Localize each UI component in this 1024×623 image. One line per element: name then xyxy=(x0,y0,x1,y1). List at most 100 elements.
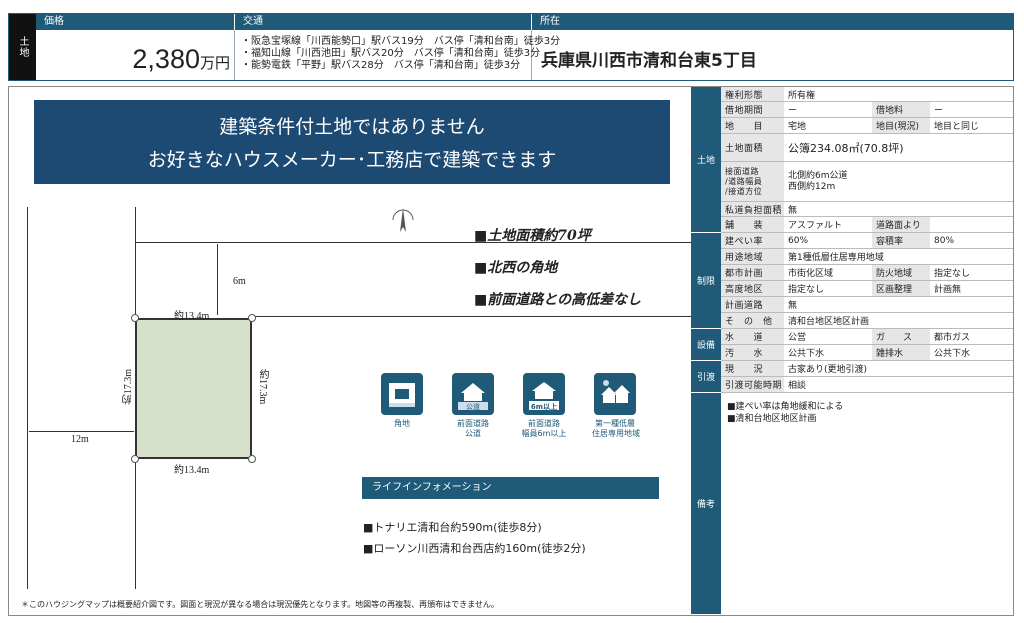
spec-key: 容積率 xyxy=(872,233,930,248)
spec-row: 高度地区 指定なし 区画整理 計画無 xyxy=(721,281,1013,297)
spec-value: 北側約6m公道 西側約12m xyxy=(788,170,848,192)
spec-key: 建ぺい率 xyxy=(721,233,784,248)
price: 2,380万円 xyxy=(36,44,230,75)
spec-row: 汚 水 公共下水 雑排水 公共下水 xyxy=(721,345,1013,361)
spec-key: ガ ス xyxy=(872,329,930,344)
icon-caption: 住居専用地域 xyxy=(592,429,640,438)
access-item: ・能勢電鉄「平野」駅バス28分 バス停「清和台南」徒歩3分 xyxy=(241,60,521,71)
spec-key: 雑排水 xyxy=(872,345,930,360)
spec-key: 汚 水 xyxy=(721,345,784,360)
icon-caption: 角地 xyxy=(394,419,410,428)
corner-marker xyxy=(131,455,139,463)
spec-value: 宅地 xyxy=(788,122,807,132)
icon-badge-text: 6m以上 xyxy=(530,403,558,411)
spec-key: 接面道路 /道路幅員 /接道方位 xyxy=(721,162,784,201)
spec-key: 用途地域 xyxy=(721,249,784,264)
spec-key: 私道負担面積 xyxy=(721,202,784,216)
remark-item: ■清和台地区地区計画 xyxy=(727,414,817,424)
spec-value: 相談 xyxy=(788,381,807,391)
spec-value: 公営 xyxy=(788,333,807,343)
dimension-arrow xyxy=(217,244,218,315)
spec-row: 接面道路 /道路幅員 /接道方位 北側約6m公道 西側約12m xyxy=(721,162,1013,202)
spec-key: 借地料 xyxy=(872,102,930,117)
access-label: 交通 xyxy=(235,14,531,30)
spec-key: 地 目 xyxy=(721,118,784,133)
remarks-list: ■建ぺい率は角地緩和による ■清和台地区地区計画 xyxy=(727,401,843,425)
feature-badge: 角地 xyxy=(379,373,425,439)
spec-row: そ の 他 清和台地区地区計画 xyxy=(721,313,1013,329)
corner-lot-icon xyxy=(381,373,423,415)
spec-value: 清和台地区地区計画 xyxy=(788,317,870,327)
spec-row: 現 況 古家あり(更地引渡) xyxy=(721,361,1013,377)
price-value: 2,380 xyxy=(132,44,200,74)
corner-marker xyxy=(131,314,139,322)
icon-caption: 公道 xyxy=(465,429,481,438)
icon-caption: 幅員6m以上 xyxy=(521,429,567,438)
spec-table: 土地 制限 設備 引渡 備考 権利形態 所有権 借地期間 ー 借地料 ー 地 目… xyxy=(691,87,1013,615)
feature-badge: 6m以上 前面道路 幅員6m以上 xyxy=(521,373,567,439)
road-edge-line xyxy=(251,316,695,317)
address-label: 所在 xyxy=(532,14,1013,30)
address: 兵庫県川西市清和台東5丁目 xyxy=(541,51,757,71)
life-info-title: ライフインフォメーション xyxy=(362,477,659,499)
spec-value: ー xyxy=(788,106,798,116)
spec-key: 区画整理 xyxy=(872,281,930,296)
life-info-item: ■トナリエ清和台約590m(徒歩8分) xyxy=(363,521,542,534)
access-item: ・阪急宝塚線「川西能勢口」駅バス19分 バス停「清和台南」徒歩3分 xyxy=(241,36,561,47)
spec-row: 私道負担面積 無 xyxy=(721,202,1013,217)
spec-key: 道路面より xyxy=(872,217,930,232)
price-unit: 万円 xyxy=(199,54,230,72)
spec-value: 第1種低層住居専用地域 xyxy=(788,253,884,263)
category-handover: 引渡 xyxy=(691,361,721,393)
dimension-arrow xyxy=(29,431,134,432)
banner-line: 建築条件付土地ではありません xyxy=(219,116,485,138)
lot-parcel xyxy=(135,318,252,459)
spec-key: 都市計画 xyxy=(721,265,784,280)
spec-row: 計画道路 無 xyxy=(721,297,1013,313)
spec-row: 水 道 公営 ガ ス 都市ガス xyxy=(721,329,1013,345)
public-road-icon: 公道 xyxy=(452,373,494,415)
category-label: 土地 xyxy=(9,14,36,80)
spec-value: 地目と同じ xyxy=(934,122,980,132)
spec-value: ー xyxy=(934,106,944,116)
category-facilities: 設備 xyxy=(691,329,721,361)
road-west-width: 12m xyxy=(71,434,89,445)
spec-key: 防火地域 xyxy=(872,265,930,280)
spec-value: 古家あり(更地引渡) xyxy=(788,365,868,375)
corner-marker xyxy=(248,455,256,463)
feature-item: ■北西の角地 xyxy=(474,260,558,276)
icon-caption: 前面道路 xyxy=(528,419,560,428)
spec-key: 水 道 xyxy=(721,329,784,344)
corner-marker xyxy=(248,314,256,322)
road-edge-line xyxy=(27,207,28,589)
spec-value: 公共下水 xyxy=(934,349,971,359)
icon-caption: 前面道路 xyxy=(457,419,489,428)
access-item: ・福知山線「川西池田」駅バス20分 バス停「清和台南」徒歩3分 xyxy=(241,48,541,59)
spec-row: 地 目 宅地 地目(現況) 地目と同じ xyxy=(721,118,1013,134)
road-width-icon: 6m以上 xyxy=(523,373,565,415)
feature-item: ■土地面積約70坪 xyxy=(474,228,591,244)
disclaimer-note: ＊このハウジングマップは概要紹介図です。図面と現況が異なる場合は現況優先となりま… xyxy=(21,600,499,609)
spec-value: アスファルト xyxy=(788,221,843,231)
remark-item: ■建ぺい率は角地緩和による xyxy=(727,402,844,412)
spec-value: 市街化区域 xyxy=(788,269,834,279)
road-north-width: 6m xyxy=(233,276,246,287)
spec-value: 計画無 xyxy=(934,285,962,295)
feature-badge: 第一種低層 住居専用地域 xyxy=(592,373,640,439)
spec-key: 高度地区 xyxy=(721,281,784,296)
access-list: ・阪急宝塚線「川西能勢口」駅バス19分 バス停「清和台南」徒歩3分 ・福知山線「… xyxy=(241,36,560,72)
spec-key: 引渡可能時期 xyxy=(721,377,784,392)
property-header: 土地 価格 交通 所在 2,380万円 ・阪急宝塚線「川西能勢口」駅バス19分 … xyxy=(8,13,1014,81)
spec-row: 建ぺい率 60% 容積率 80% xyxy=(721,233,1013,249)
spec-value: 80% xyxy=(934,235,955,246)
spec-row: 土地面積 公簿234.08㎡(70.8坪) xyxy=(721,134,1013,162)
spec-row: 舗 装 アスファルト 道路面より xyxy=(721,217,1013,233)
spec-row: 借地期間 ー 借地料 ー xyxy=(721,102,1013,118)
spec-key: 舗 装 xyxy=(721,217,784,232)
spec-value: 所有権 xyxy=(788,90,816,101)
icon-caption: 第一種低層 xyxy=(595,419,635,428)
spec-value: 公共下水 xyxy=(788,349,825,359)
spec-key: 現 況 xyxy=(721,361,784,376)
spec-value: 60% xyxy=(788,235,809,246)
feature-badge: 公道 前面道路 公道 xyxy=(450,373,496,439)
